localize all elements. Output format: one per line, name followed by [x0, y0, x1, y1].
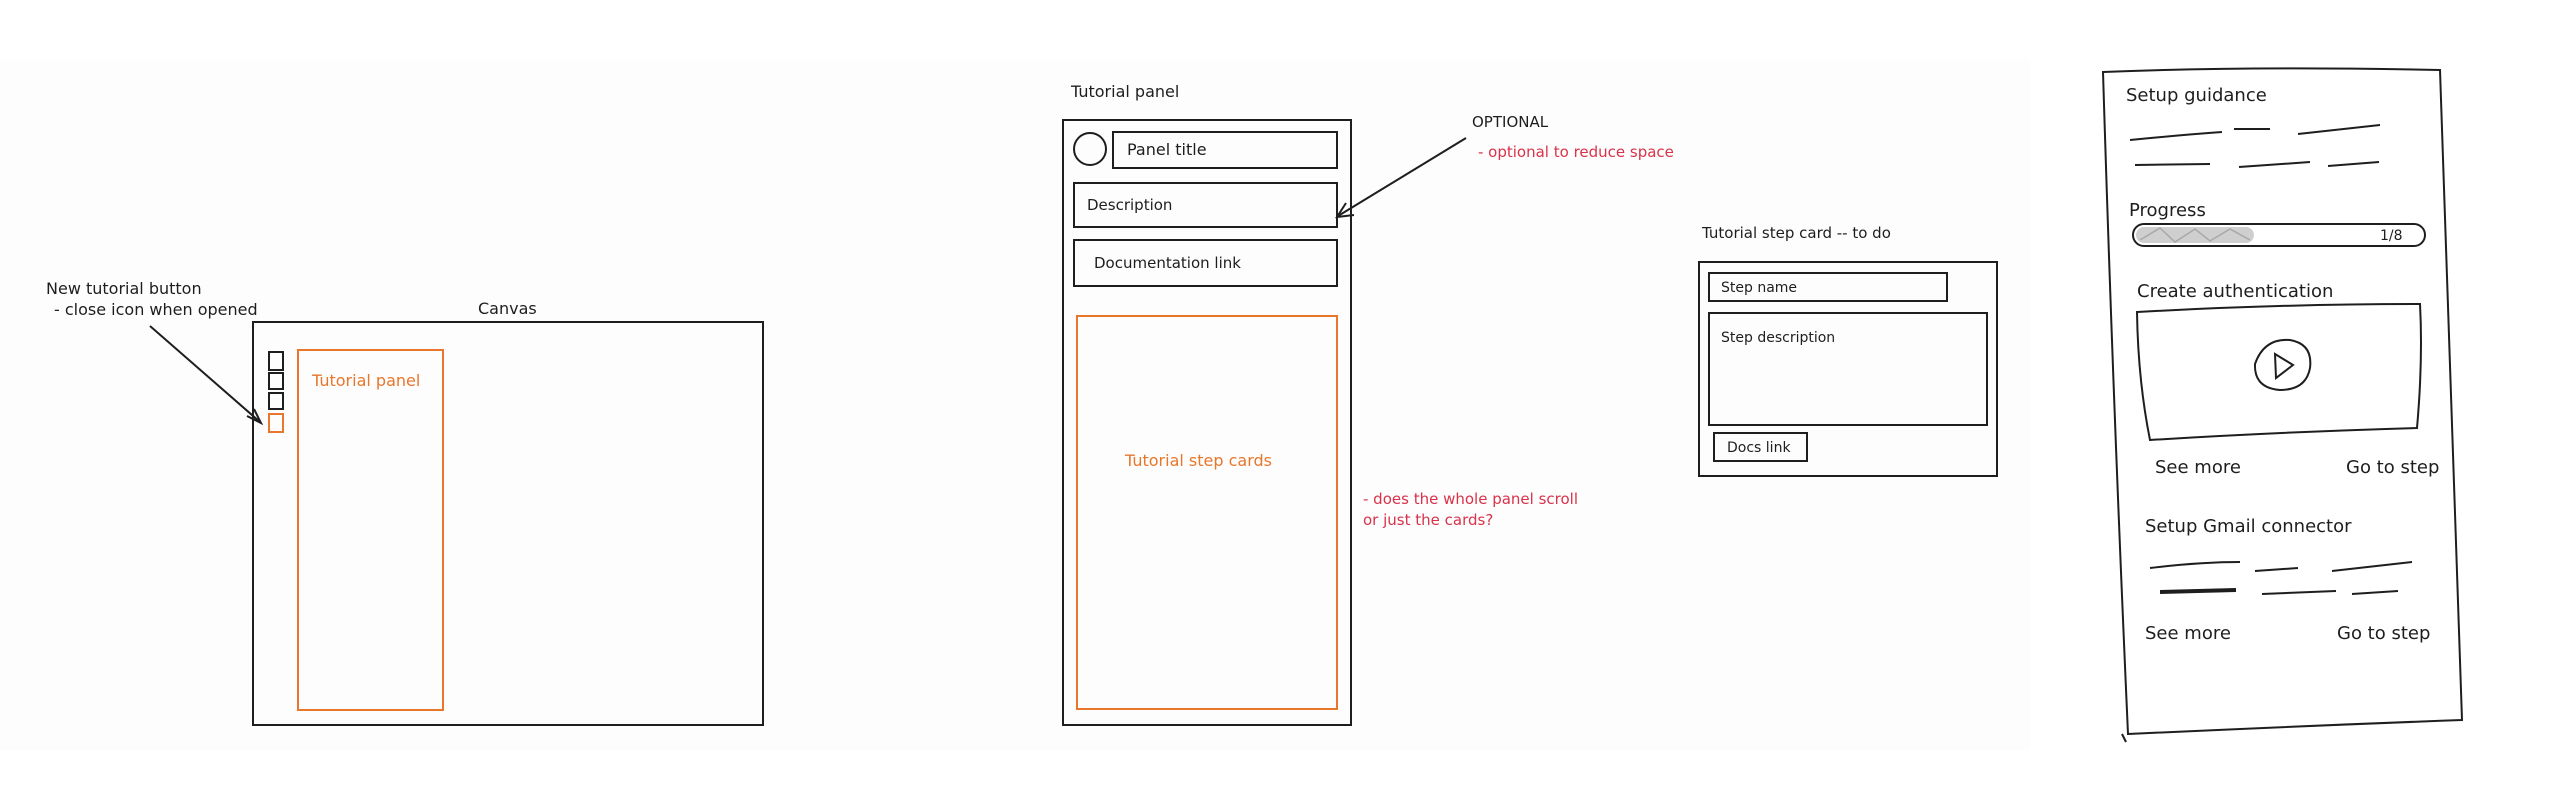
progress-label: Progress	[2129, 200, 2206, 221]
step2-scribble-bold	[2159, 588, 2237, 594]
optional-detail: - optional to reduce space	[1478, 143, 1674, 161]
play-icon[interactable]	[2253, 338, 2312, 392]
guidance-frame-tail	[2121, 733, 2127, 743]
step2-title: Setup Gmail connector	[2145, 516, 2352, 537]
panel-mockup: Tutorial panel Panel title Description D…	[1062, 82, 1674, 726]
canvas-label: Canvas	[478, 299, 537, 318]
progress-fill-hatch	[2139, 227, 2251, 243]
progress-value: 1/8	[2380, 228, 2403, 244]
tutorial-panel-label: Tutorial panel	[311, 371, 420, 390]
step2-go-to-step[interactable]: Go to step	[2337, 623, 2430, 644]
step2-scribble-2	[2261, 590, 2399, 595]
canvas-mockup: Canvas Tutorial panel New tutorial butto…	[46, 279, 764, 726]
step-name: Step name	[1721, 280, 1797, 296]
guidance-frame	[2101, 67, 2464, 736]
scroll-note-line1: - does the whole panel scroll	[1363, 490, 1578, 508]
step-name-box	[1708, 272, 1948, 302]
panel-frame	[1062, 119, 1352, 726]
step-description: Step description	[1721, 330, 1835, 346]
optional-title: OPTIONAL	[1472, 113, 1549, 131]
panel-title-box	[1112, 131, 1338, 169]
step1-video-frame	[2135, 302, 2422, 442]
button-note-arrowhead	[246, 408, 264, 426]
optional-arrow	[1337, 137, 1467, 217]
scroll-note-line2: or just the cards?	[1363, 511, 1493, 529]
rail-button-3[interactable]	[268, 392, 284, 410]
new-tutorial-button[interactable]	[268, 413, 284, 433]
description-text: Description	[1087, 196, 1172, 214]
step1-title: Create authentication	[2137, 281, 2333, 302]
button-note-detail: - close icon when opened	[54, 300, 258, 319]
button-note-arrow	[149, 325, 261, 423]
step2-scribble-1	[2149, 561, 2413, 572]
docs-link-button[interactable]	[1713, 432, 1808, 462]
rail-button-2[interactable]	[268, 372, 284, 390]
progress-bar	[2132, 223, 2426, 247]
step-card-heading: Tutorial step card -- to do	[1701, 224, 1891, 242]
guidance-sketch: Setup guidance Progress 1/8 Create authe…	[2101, 67, 2464, 743]
docs-link[interactable]: Docs link	[1727, 440, 1791, 456]
button-note-title: New tutorial button	[46, 279, 202, 298]
step-cards-label: Tutorial step cards	[1124, 451, 1272, 470]
step-cards-area	[1076, 315, 1338, 710]
panel-heading: Tutorial panel	[1070, 82, 1179, 101]
rail-button-1[interactable]	[268, 351, 284, 371]
paper-area	[0, 60, 2030, 750]
step1-see-more[interactable]: See more	[2155, 457, 2241, 478]
step-description-box	[1708, 312, 1988, 426]
step-card-frame	[1698, 261, 1998, 477]
guidance-title: Setup guidance	[2126, 85, 2267, 106]
progress-fill	[2136, 227, 2254, 243]
documentation-link-box[interactable]	[1073, 239, 1338, 287]
step-card-mockup: Tutorial step card -- to do Step name St…	[1698, 224, 1998, 477]
panel-avatar-icon	[1073, 132, 1107, 166]
documentation-link[interactable]: Documentation link	[1094, 254, 1241, 272]
step1-go-to-step[interactable]: Go to step	[2346, 457, 2439, 478]
tutorial-panel-frame	[297, 349, 444, 711]
step2-see-more[interactable]: See more	[2145, 623, 2231, 644]
guidance-scribble-1	[2129, 124, 2381, 141]
panel-title: Panel title	[1127, 140, 1207, 159]
optional-arrowhead	[1335, 202, 1355, 219]
canvas-frame	[252, 321, 764, 726]
guidance-scribble-2	[2134, 161, 2380, 168]
play-triangle-icon	[2273, 352, 2295, 380]
description-box	[1073, 182, 1338, 228]
